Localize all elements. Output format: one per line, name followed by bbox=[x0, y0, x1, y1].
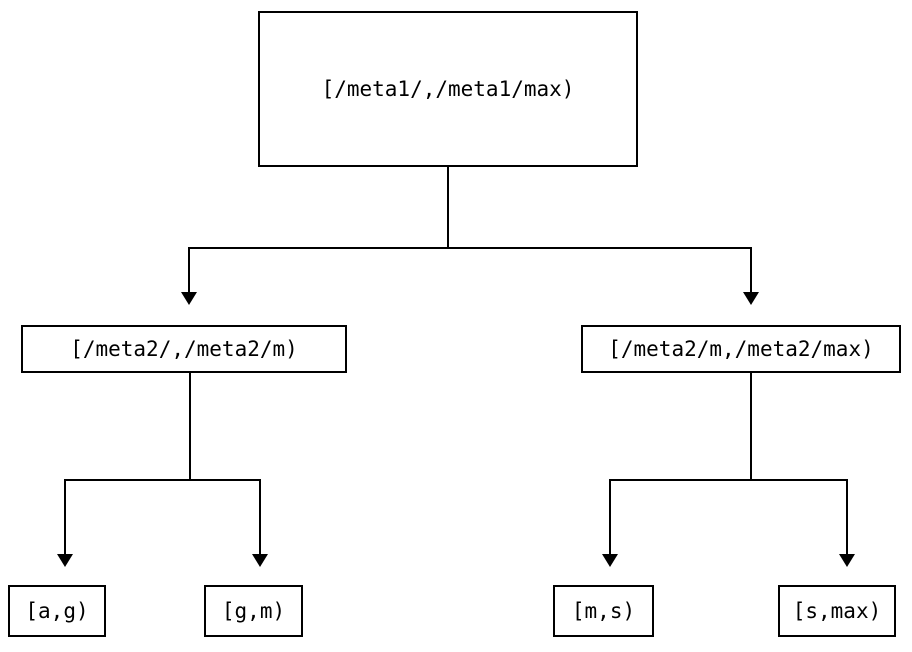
arrowhead-leaf-2 bbox=[252, 554, 268, 567]
edge-mid-right-stem bbox=[750, 373, 752, 481]
node-mid-right[interactable]: [/meta2/m,/meta2/max) bbox=[581, 325, 901, 373]
node-mid-left[interactable]: [/meta2/,/meta2/m) bbox=[21, 325, 347, 373]
edge-root-to-mid-right bbox=[750, 247, 752, 292]
node-leaf-4-label: [s,max) bbox=[792, 598, 882, 623]
node-leaf-4[interactable]: [s,max) bbox=[778, 585, 896, 637]
edge-mid-right-crossbar bbox=[609, 479, 848, 481]
node-leaf-2[interactable]: [g,m) bbox=[204, 585, 303, 637]
edge-mid-right-to-leaf-3 bbox=[609, 479, 611, 554]
node-root[interactable]: [/meta1/,/meta1/max) bbox=[258, 11, 638, 167]
node-leaf-2-label: [g,m) bbox=[221, 598, 286, 623]
node-mid-left-label: [/meta2/,/meta2/m) bbox=[70, 336, 298, 361]
arrowhead-leaf-3 bbox=[602, 554, 618, 567]
edge-mid-left-crossbar bbox=[64, 479, 261, 481]
arrowhead-leaf-1 bbox=[57, 554, 73, 567]
node-root-label: [/meta1/,/meta1/max) bbox=[321, 76, 575, 101]
arrowhead-mid-left bbox=[181, 292, 197, 305]
edge-root-stem bbox=[447, 167, 449, 249]
node-leaf-1-label: [a,g) bbox=[25, 598, 89, 623]
edge-mid-left-stem bbox=[189, 373, 191, 481]
edge-root-to-mid-left bbox=[188, 247, 190, 292]
edge-mid-right-to-leaf-4 bbox=[846, 479, 848, 554]
edge-root-crossbar bbox=[188, 247, 752, 249]
node-mid-right-label: [/meta2/m,/meta2/max) bbox=[608, 336, 874, 361]
node-leaf-3[interactable]: [m,s) bbox=[553, 585, 654, 637]
edge-mid-left-to-leaf-2 bbox=[259, 479, 261, 554]
arrowhead-mid-right bbox=[743, 292, 759, 305]
edge-mid-left-to-leaf-1 bbox=[64, 479, 66, 554]
node-leaf-3-label: [m,s) bbox=[571, 598, 636, 623]
arrowhead-leaf-4 bbox=[839, 554, 855, 567]
node-leaf-1[interactable]: [a,g) bbox=[8, 585, 106, 637]
